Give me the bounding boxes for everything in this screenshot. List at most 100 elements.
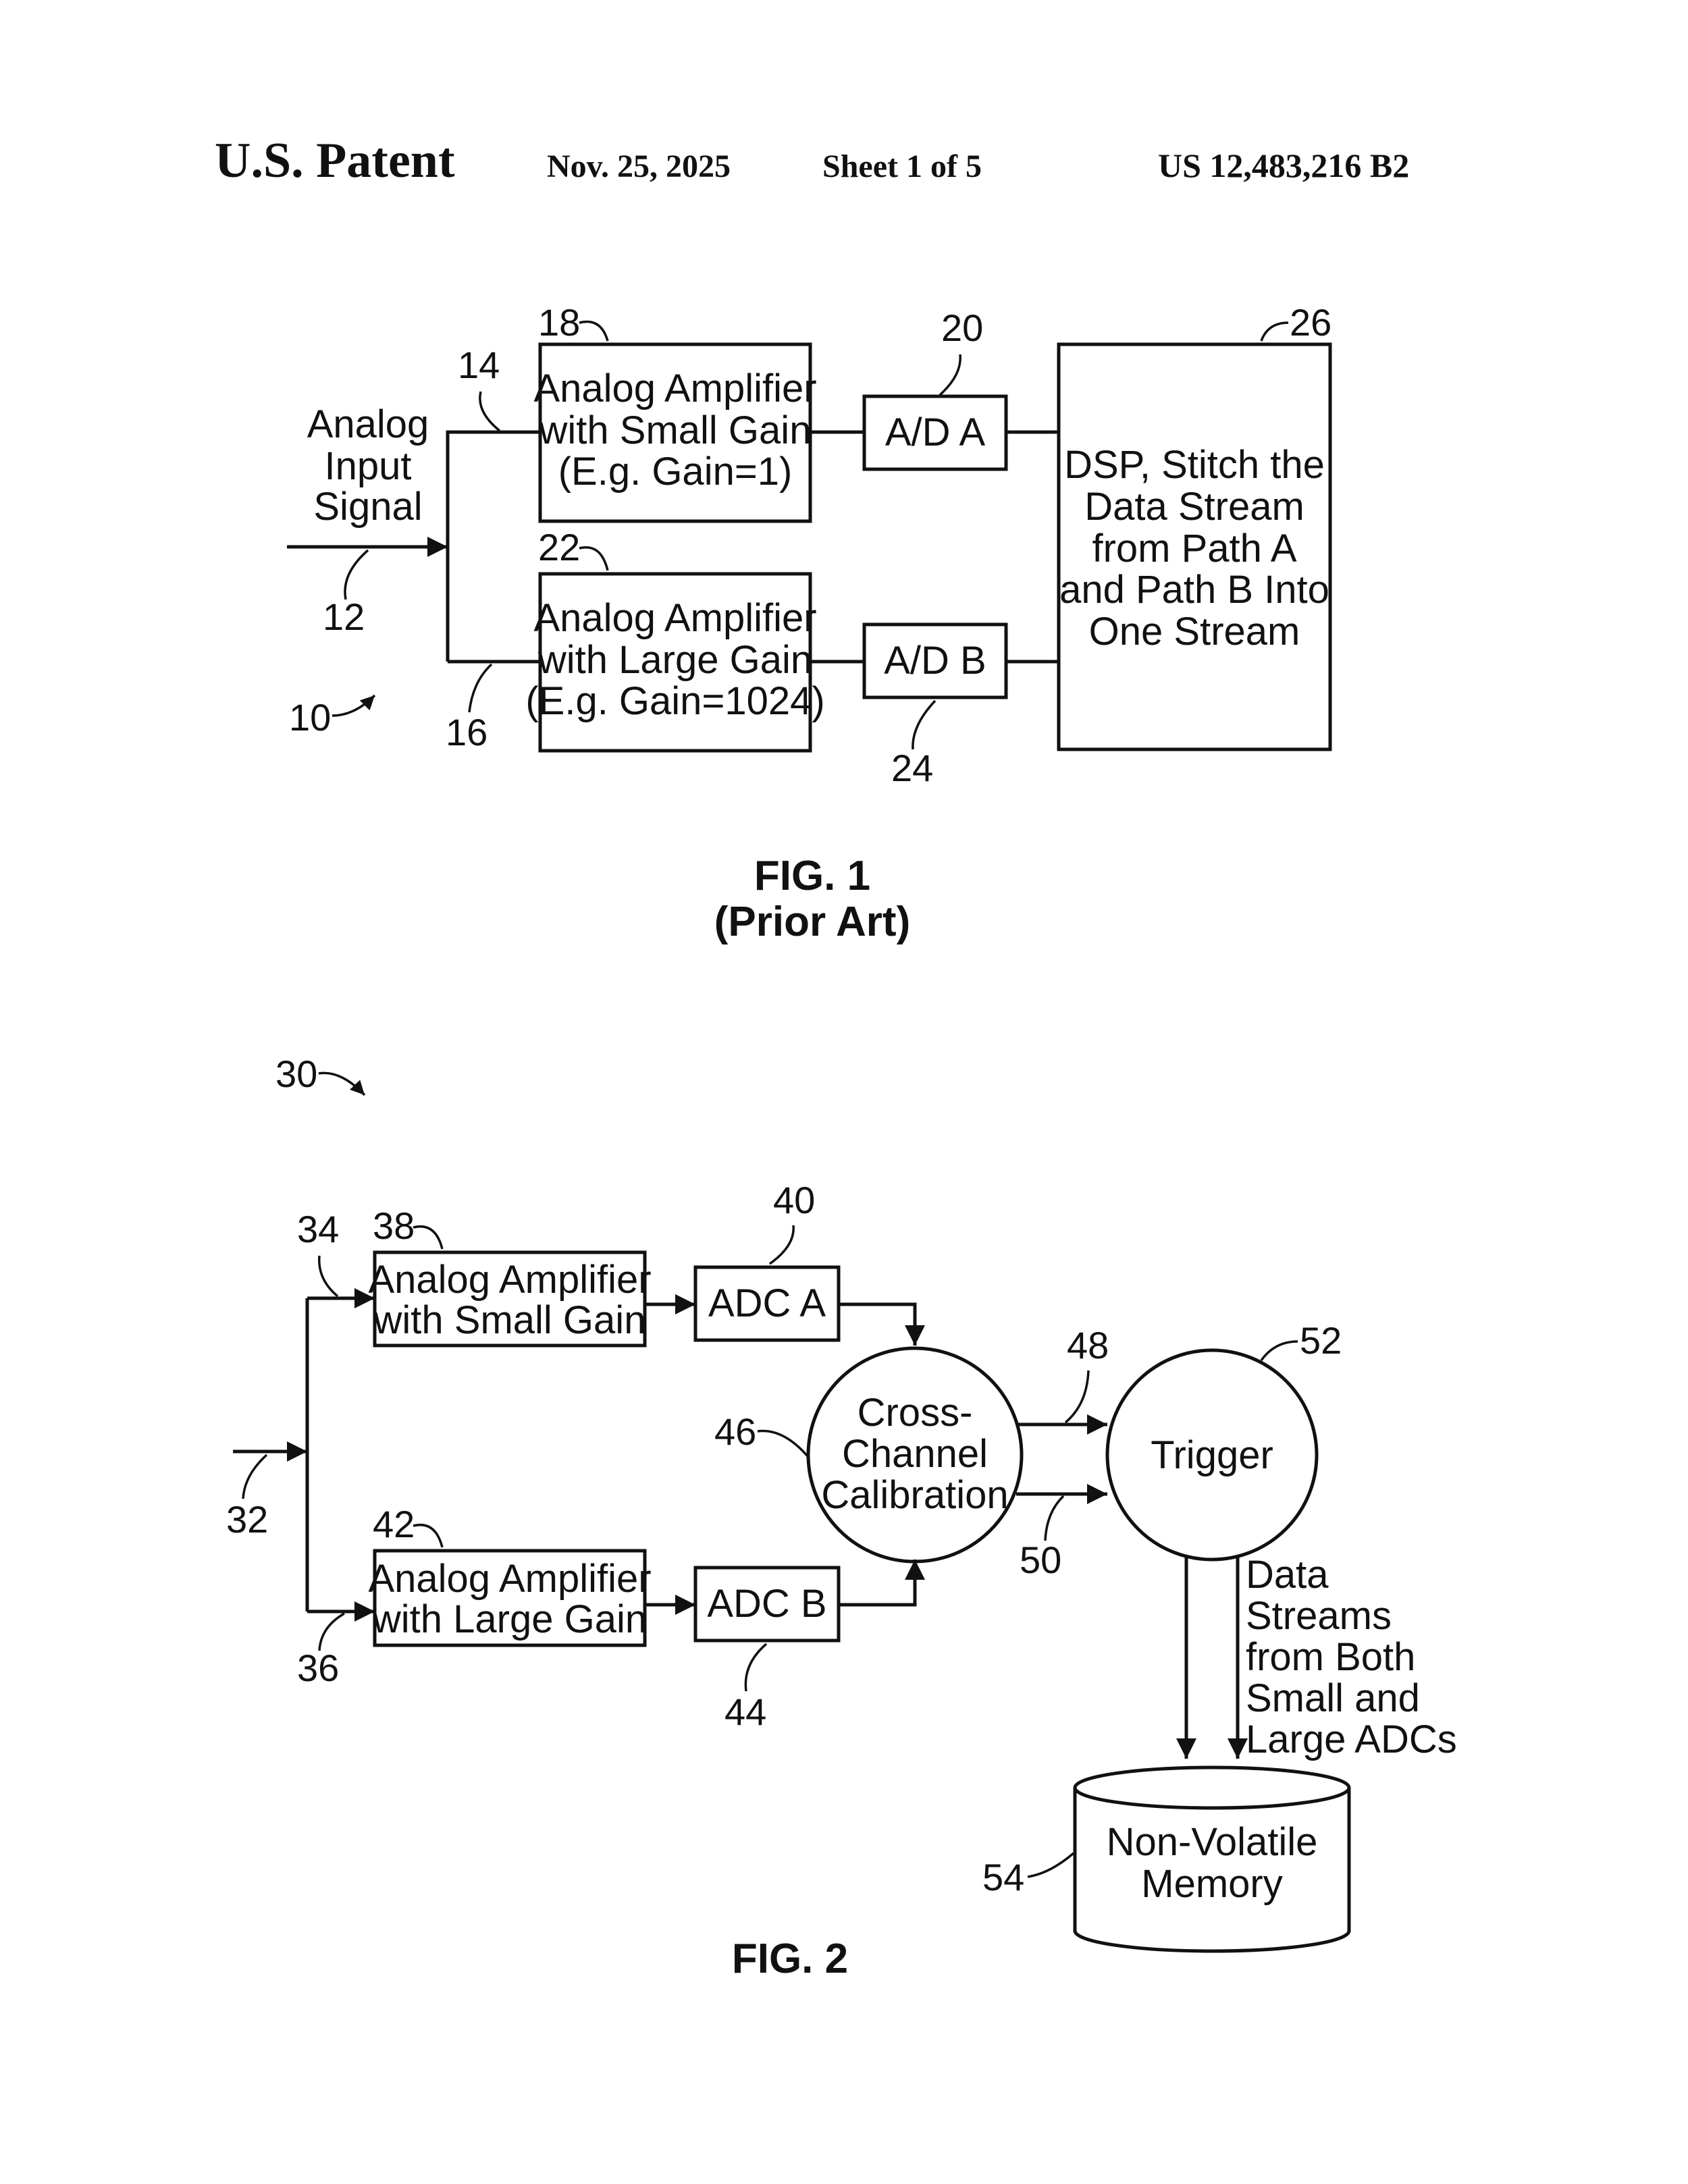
- fig2-ref-30: 30: [275, 1053, 317, 1095]
- fig1-ref-26-leader: [1260, 321, 1289, 342]
- fig1-ref-26: 26: [1290, 301, 1331, 344]
- fig2-small-gain-amplifier-box: [373, 1250, 647, 1348]
- fig1-ref-20: 20: [941, 307, 983, 349]
- fig2-ref-44: 44: [724, 1690, 766, 1733]
- fig1-ref-18-leader: [579, 320, 609, 342]
- fig2-ref-52: 52: [1300, 1319, 1342, 1362]
- fig1-ref-20-leader: [939, 354, 961, 396]
- fig2-ref-36-leader: [318, 1612, 345, 1651]
- fig1-ref-12-leader: [344, 549, 369, 600]
- fig1-path-a-line: [446, 430, 540, 662]
- fig2-ref-50: 50: [1020, 1539, 1061, 1581]
- fig1-adc-a-label: A/D A: [885, 410, 986, 454]
- fig1-dsp-line2: Data Stream: [1084, 485, 1304, 529]
- fig2-memory-line2: Memory: [1141, 1862, 1282, 1906]
- fig2-ref-36: 36: [297, 1647, 339, 1689]
- fig1-ref-24-leader: [912, 699, 937, 750]
- fig1-input-label-line3: Signal: [313, 485, 422, 529]
- fig2-memory-cylinder-top: [1073, 1765, 1351, 1810]
- fig2-adc-b-label: ADC B: [707, 1582, 826, 1626]
- fig1-ref-10-leader: [332, 694, 376, 717]
- fig2-ref-38-leader: [413, 1225, 444, 1250]
- fig2-memory-cylinder-body: [1073, 1788, 1351, 1953]
- fig1-ref-22: 22: [538, 526, 580, 568]
- header-sheet: Sheet 1 of 5: [822, 149, 982, 184]
- fig2-adc-a-to-calibration-arrow: [839, 1302, 925, 1346]
- fig2-reference-numerals: 34 38 40 46 48 50 52 42 36 44 54: [297, 1179, 1342, 1898]
- fig1-dsp-line4: and Path B Into: [1059, 568, 1329, 612]
- header-patent-number: US 12,483,216 B2: [1158, 147, 1409, 184]
- fig2-ref-54: 54: [982, 1856, 1024, 1898]
- fig1-reference-numerals: 18 14 20 26 22 12 16 24 10: [289, 301, 1331, 789]
- fig1-ref-24: 24: [891, 747, 933, 789]
- fig2-calibration-line1: Cross-: [858, 1391, 973, 1435]
- fig1-amp-large-line1: Analog Amplifier: [533, 596, 816, 640]
- fig2-ref-42-leader: [413, 1524, 444, 1548]
- fig1-ref-14: 14: [458, 344, 500, 386]
- fig2-ref-46-leader: [757, 1429, 810, 1458]
- fig2-streams-line4: Small and: [1246, 1676, 1420, 1720]
- fig2-ref-46: 46: [714, 1410, 756, 1453]
- fig1-amp-large-line2: with Large Gain: [537, 638, 812, 682]
- fig2-caption: FIG. 2: [732, 1936, 848, 1982]
- fig2-ref-54-leader: [1027, 1852, 1075, 1878]
- fig1-caption: FIG. 1: [754, 853, 870, 899]
- fig2-data-streams-note: Data Streams from Both Small and Large A…: [1246, 1553, 1457, 1761]
- fig2-streams-line3: from Both: [1246, 1635, 1415, 1679]
- fig2-ref-40-leader: [768, 1225, 795, 1265]
- fig1-ref-16: 16: [446, 711, 487, 753]
- fig2-ref-34-leader: [317, 1255, 339, 1298]
- fig1-ref-18: 18: [538, 301, 580, 344]
- fig2-trigger-label: Trigger: [1151, 1433, 1273, 1477]
- fig1-subcaption: (Prior Art): [714, 899, 910, 945]
- fig2-calibration-text: Cross- Channel Calibration: [821, 1391, 1008, 1517]
- figure-1: Analog Input Signal Analog Amplifier wit…: [287, 301, 1332, 945]
- fig1-amp-small-line1: Analog Amplifier: [533, 367, 816, 410]
- fig1-adc-b-label: A/D B: [884, 639, 986, 683]
- fig2-ref-30-leader: [318, 1071, 366, 1096]
- fig1-ref-10: 10: [289, 696, 331, 739]
- fig2-amp-large-line1: Analog Amplifier: [368, 1557, 651, 1601]
- fig2-streams-line2: Streams: [1246, 1594, 1392, 1638]
- fig1-input-label: Analog Input Signal: [307, 402, 429, 529]
- fig1-dsp-box: [1057, 342, 1332, 751]
- fig2-adc-a-label: ADC A: [708, 1281, 826, 1325]
- fig2-memory-line1: Non-Volatile: [1107, 1820, 1318, 1864]
- fig2-calibration-line2: Channel: [842, 1432, 988, 1476]
- fig2-ref-48: 48: [1067, 1324, 1109, 1366]
- fig2-streams-line1: Data: [1246, 1553, 1329, 1597]
- fig1-amp-small-line2: with Small Gain: [539, 408, 812, 452]
- fig1-amp-small-line3: (E.g. Gain=1): [558, 450, 793, 494]
- fig2-amp-small-line2: with Small Gain: [373, 1298, 646, 1342]
- fig2-ref-48-leader: [1064, 1370, 1090, 1424]
- fig1-amp-large-line3: (E.g. Gain=1024): [525, 679, 824, 723]
- fig1-dsp-line5: One Stream: [1089, 610, 1300, 654]
- fig2-ref-32: 32: [226, 1498, 268, 1541]
- fig2-adc-b-to-calibration-arrow: [839, 1560, 925, 1607]
- fig1-dsp-line1: DSP, Stitch the: [1064, 443, 1325, 487]
- fig2-cross-channel-calibration-circle: [806, 1346, 1024, 1564]
- fig1-input-label-line2: Input: [325, 444, 412, 488]
- fig2-small-gain-amplifier-text: Analog Amplifier with Small Gain: [368, 1258, 651, 1342]
- fig2-ref-52-leader: [1260, 1340, 1298, 1362]
- fig1-ref-14-leader: [479, 391, 501, 432]
- fig2-streams-line5: Large ADCs: [1246, 1717, 1457, 1761]
- fig2-ref-34: 34: [297, 1208, 339, 1250]
- fig2-non-volatile-memory-cylinder: [1073, 1765, 1351, 1953]
- figure-2: 30 32 Analog Amplifier with Small Gain A…: [226, 1053, 1457, 1982]
- fig1-small-gain-amplifier-text: Analog Amplifier with Small Gain (E.g. G…: [533, 367, 816, 494]
- fig2-ref-50-leader: [1044, 1495, 1065, 1541]
- patent-header: U.S. Patent Nov. 25, 2025 Sheet 1 of 5 U…: [215, 133, 1409, 188]
- fig1-ref-22-leader: [579, 546, 609, 571]
- header-publication: U.S. Patent: [215, 133, 455, 188]
- fig2-ref-32-leader: [242, 1454, 268, 1499]
- fig2-amp-large-line2: with Large Gain: [372, 1597, 647, 1641]
- fig2-trigger-circle: [1105, 1348, 1319, 1562]
- fig1-ref-16-leader: [468, 663, 493, 713]
- fig2-calibration-line3: Calibration: [821, 1473, 1008, 1517]
- fig2-memory-text: Non-Volatile Memory: [1107, 1820, 1318, 1906]
- fig2-ref-42: 42: [373, 1503, 415, 1545]
- fig1-input-label-line1: Analog: [307, 402, 429, 446]
- fig2-ref-38: 38: [373, 1204, 415, 1247]
